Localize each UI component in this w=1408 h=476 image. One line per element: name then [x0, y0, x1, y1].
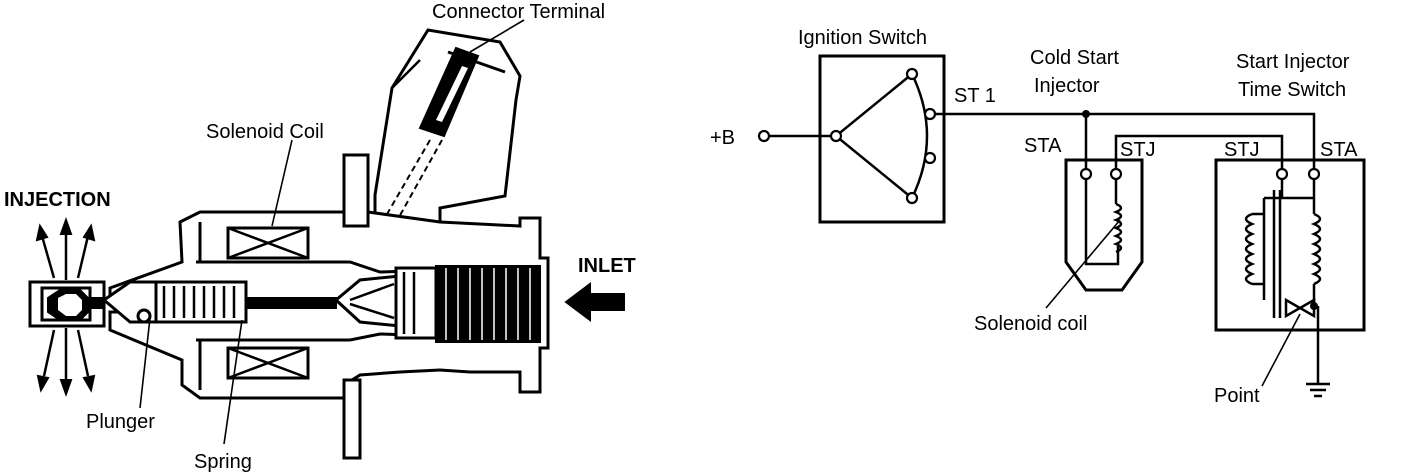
spring: [154, 280, 248, 324]
label-start-injector-line1: Start Injector: [1236, 51, 1350, 73]
time-switch-box: [1214, 158, 1366, 332]
label-solenoid-coil-injector: Solenoid Coil: [206, 121, 324, 143]
label-st1: ST 1: [954, 85, 996, 107]
time-switch-coil-left: [1244, 212, 1256, 286]
injection-spray-arrows: [35, 217, 96, 397]
label-start-injector-line2: Time Switch: [1238, 79, 1346, 101]
inlet-arrow: [564, 282, 625, 322]
mounting-stem: [342, 153, 370, 229]
label-sta-right: STA: [1320, 139, 1358, 161]
ignition-switch-box: [818, 54, 946, 224]
inlet-fitting: [394, 266, 438, 340]
cold-start-solenoid-coil: [1112, 202, 1123, 254]
label-injection: INJECTION: [4, 189, 111, 211]
circuit-diagram: Ignition Switch ST 1 +B Cold Start Injec…: [710, 27, 1366, 407]
label-plunger: Plunger: [86, 411, 155, 433]
label-solenoid-coil-circuit: Solenoid coil: [974, 313, 1087, 335]
ground-symbol: [1306, 306, 1330, 398]
injector-cross-section: Connector Terminal Solenoid Coil INJECTI…: [4, 1, 636, 473]
cold-start-injector-box: [1064, 158, 1144, 292]
stj-wire: [1114, 134, 1284, 168]
label-sta-left: STA: [1024, 135, 1062, 157]
label-inlet: INLET: [578, 255, 636, 277]
time-switch-coil-right: [1310, 212, 1322, 286]
label-ignition-switch: Ignition Switch: [798, 27, 927, 49]
label-stj-left: STJ: [1120, 139, 1156, 161]
bottom-stem: [342, 378, 362, 460]
label-cold-start-line1: Cold Start: [1030, 47, 1119, 69]
label-cold-start-line2: Injector: [1034, 75, 1100, 97]
label-connector-terminal: Connector Terminal: [432, 1, 605, 23]
label-stj-right: STJ: [1224, 139, 1260, 161]
inlet-thread: [435, 265, 541, 343]
label-plus-b: +B: [710, 127, 735, 149]
st1-wire: [935, 112, 1316, 168]
label-spring: Spring: [194, 451, 252, 473]
point-contact: [1284, 297, 1316, 319]
label-point: Point: [1214, 385, 1260, 407]
